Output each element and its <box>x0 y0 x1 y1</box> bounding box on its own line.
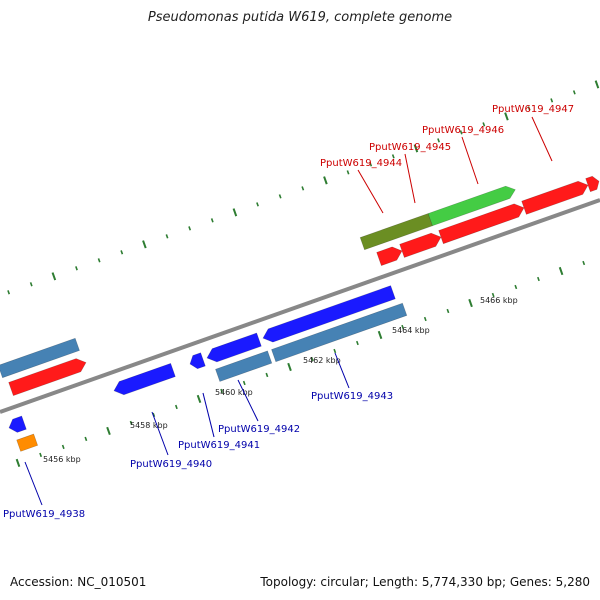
gene-label-leader <box>151 411 169 456</box>
gene-feature-reverse-other <box>271 302 408 363</box>
gene-feature-forward-cds <box>438 203 525 245</box>
tick-mark-reverse <box>468 298 473 308</box>
gene-label-leader <box>531 116 553 162</box>
tick-mark-forward <box>256 202 259 207</box>
gene-feature-reverse-cds <box>113 362 176 396</box>
tick-mark-forward <box>29 282 33 287</box>
tick-mark-reverse <box>310 356 314 362</box>
tick-mark-reverse <box>265 372 269 378</box>
gene-feature-forward-cds <box>399 232 442 258</box>
gene-label-forward: PputW619_4944 <box>320 158 402 169</box>
topology-label: Topology: circular; Length: 5,774,330 bp… <box>260 575 590 589</box>
tick-mark-forward <box>550 98 554 103</box>
tick-mark-reverse <box>152 412 156 418</box>
gene-feature-forward-cds <box>376 246 403 266</box>
gene-feature-forward-cds <box>521 180 589 215</box>
scale-label: 5460 kbp <box>215 388 253 397</box>
tick-mark-forward <box>504 112 509 121</box>
tick-mark-reverse <box>514 284 518 290</box>
tick-mark-reverse <box>491 292 495 298</box>
gene-feature-forward-cds <box>8 358 87 397</box>
map-title: Pseudomonas putida W619, complete genome <box>147 10 453 25</box>
tick-mark-forward <box>369 162 373 167</box>
gene-feature-reverse-cds <box>189 352 206 370</box>
gene-feature-forward-other <box>0 337 80 379</box>
tick-mark-forward <box>51 272 57 281</box>
tick-mark-forward <box>142 240 147 249</box>
gene-label-leader <box>24 461 43 506</box>
tick-mark-forward <box>7 290 11 295</box>
tick-mark-reverse <box>582 260 586 266</box>
gene-label-leader <box>202 392 215 438</box>
tick-mark-reverse <box>446 308 450 314</box>
tick-mark-reverse <box>61 444 65 450</box>
tick-mark-forward <box>482 122 486 127</box>
gene-feature-reverse-cds <box>8 415 27 433</box>
tick-mark-reverse <box>537 276 540 282</box>
gene-label-reverse: PputW619_4943 <box>311 391 393 402</box>
tick-mark-forward <box>75 266 78 271</box>
tick-mark-forward <box>459 130 463 135</box>
tick-mark-reverse <box>242 380 246 386</box>
gene-feature-forward-cds <box>585 175 600 193</box>
tick-mark-forward <box>323 176 328 185</box>
tick-mark-reverse <box>377 330 383 340</box>
gene-feature-forward-rna <box>427 185 516 227</box>
tick-mark-reverse <box>220 388 224 394</box>
tick-mark-forward <box>210 218 214 223</box>
tick-mark-reverse <box>401 324 405 330</box>
tick-mark-reverse <box>174 404 178 410</box>
tick-mark-reverse <box>423 316 427 322</box>
tick-mark-reverse <box>106 426 111 436</box>
tick-mark-reverse <box>287 362 292 372</box>
tick-mark-reverse <box>15 458 21 468</box>
gene-feature-reverse-cds <box>262 285 396 343</box>
tick-mark-forward <box>165 234 169 239</box>
genome-backbone <box>0 198 600 414</box>
tick-mark-forward <box>413 144 419 153</box>
tick-mark-forward <box>527 106 531 111</box>
tick-mark-reverse <box>196 394 202 404</box>
gene-feature-reverse-misc <box>16 433 39 452</box>
tick-mark-forward <box>391 154 395 159</box>
tick-mark-reverse <box>84 436 88 442</box>
scale-label: 5458 kbp <box>130 421 168 430</box>
tick-mark-forward <box>594 80 600 89</box>
tick-mark-forward <box>278 194 282 199</box>
tick-mark-forward <box>346 170 350 175</box>
tick-mark-forward <box>120 250 124 255</box>
gene-feature-reverse-cds <box>206 332 262 363</box>
tick-mark-forward <box>437 138 440 143</box>
gene-feature-reverse-other <box>215 350 273 382</box>
tick-mark-reverse <box>333 348 337 354</box>
gene-label-leader <box>404 153 416 204</box>
gene-label-leader <box>461 136 479 185</box>
gene-label-leader <box>237 379 259 422</box>
gene-label-forward: PputW619_4945 <box>369 142 451 153</box>
tick-mark-reverse <box>129 420 133 426</box>
scale-label: 5466 kbp <box>480 296 518 305</box>
gene-label-reverse: PputW619_4940 <box>130 459 212 470</box>
gene-label-leader <box>334 352 350 389</box>
accession-label: Accession: NC_010501 <box>10 575 147 589</box>
gene-label-leader <box>357 169 384 214</box>
gene-label-reverse: PputW619_4938 <box>3 509 85 520</box>
tick-mark-forward <box>301 186 305 191</box>
tick-mark-forward <box>232 208 238 217</box>
tick-mark-forward <box>97 258 101 263</box>
gene-label-reverse: PputW619_4941 <box>178 440 260 451</box>
gene-label-reverse: PputW619_4942 <box>218 424 300 435</box>
tick-mark-reverse <box>356 340 359 346</box>
tick-mark-reverse <box>558 266 564 276</box>
scale-label: 5464 kbp <box>392 326 430 335</box>
tick-mark-forward <box>572 90 576 95</box>
gene-label-forward: PputW619_4946 <box>422 125 504 136</box>
scale-label: 5462 kbp <box>303 356 341 365</box>
tick-mark-reverse <box>39 452 43 458</box>
scale-label: 5456 kbp <box>43 455 81 464</box>
gene-label-forward: PputW619_4947 <box>492 104 574 115</box>
tick-mark-forward <box>188 226 192 231</box>
